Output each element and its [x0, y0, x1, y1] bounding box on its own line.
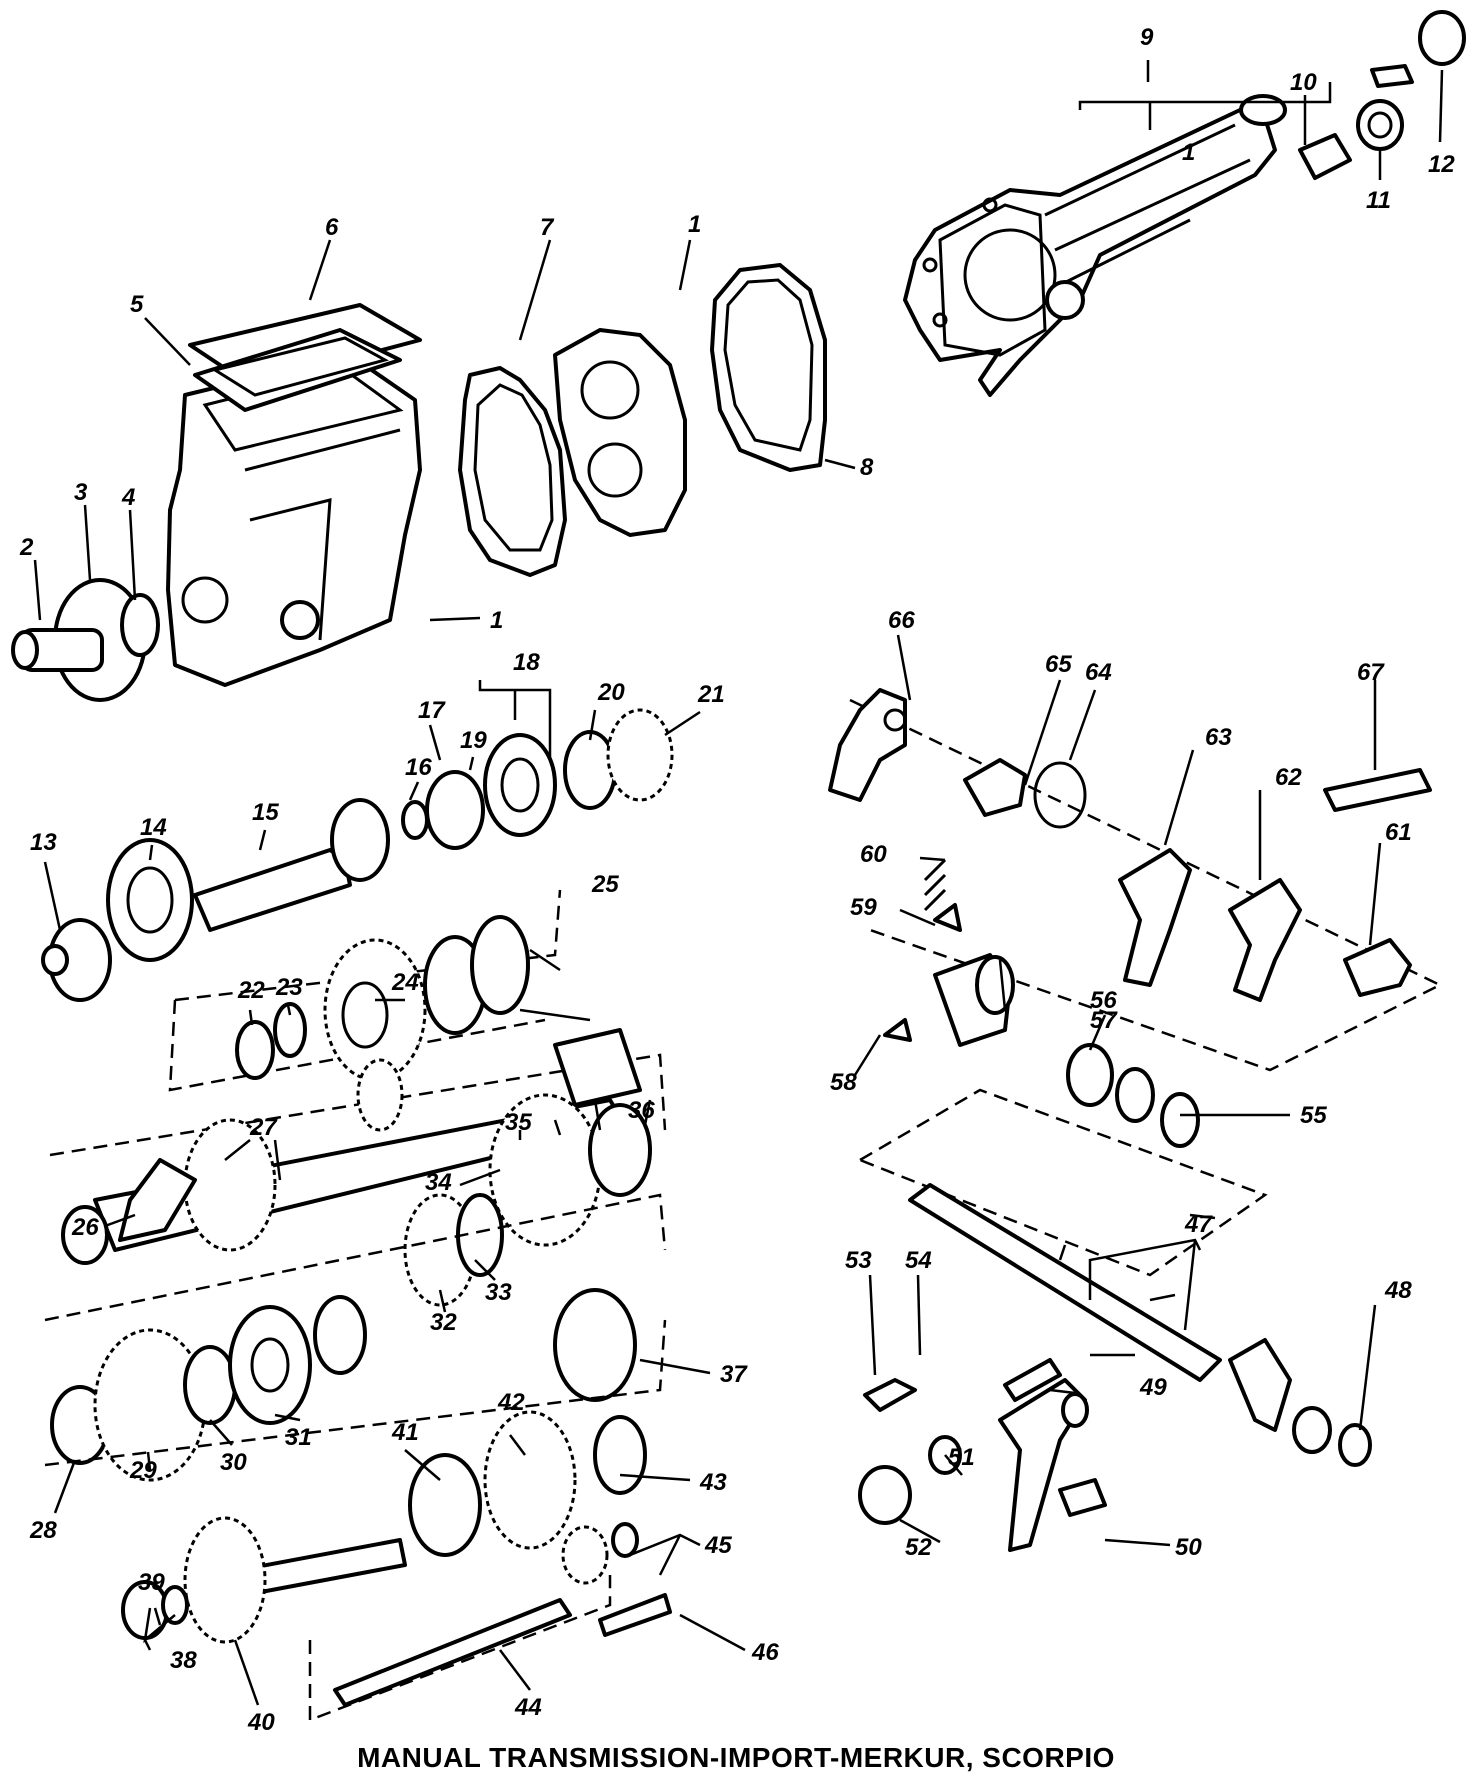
callout-58: 58 — [830, 1069, 857, 1096]
callout-32: 32 — [430, 1309, 457, 1336]
shift-forks — [828, 688, 1443, 1072]
callout-4: 4 — [121, 484, 135, 511]
extension-housing — [903, 94, 1287, 397]
output-gears — [44, 1193, 667, 1482]
callout-26: 26 — [71, 1214, 99, 1241]
callout-7: 7 — [540, 214, 555, 241]
callout-60: 60 — [860, 841, 887, 868]
callout-20: 20 — [597, 679, 625, 706]
input-bearing-retainer — [11, 578, 160, 702]
callout-11: 11 — [1366, 187, 1391, 214]
callout-31: 31 — [285, 1424, 312, 1451]
gaskets-and-plate — [458, 263, 827, 577]
countershaft — [44, 1319, 672, 1722]
callout-13: 13 — [30, 829, 57, 856]
callout-44: 44 — [514, 1694, 542, 1721]
callout-29: 29 — [129, 1457, 157, 1484]
callout-5: 5 — [130, 291, 144, 318]
callout-53: 53 — [845, 1247, 872, 1274]
callout-19: 19 — [460, 727, 487, 754]
leader-lines — [33, 60, 1444, 1706]
callout-47: 47 — [1184, 1211, 1213, 1238]
callout-48: 48 — [1384, 1277, 1412, 1304]
callout-35: 35 — [505, 1109, 532, 1136]
main-shaft — [49, 1028, 667, 1307]
callout-64: 64 — [1085, 659, 1112, 686]
callout-23: 23 — [275, 974, 303, 1001]
callout-21: 21 — [697, 681, 725, 708]
callout-34: 34 — [425, 1169, 452, 1196]
callout-49: 49 — [1139, 1374, 1167, 1401]
callout-18: 18 — [513, 649, 540, 676]
callout-37: 37 — [720, 1361, 748, 1388]
shift-rail — [857, 1088, 1372, 1552]
callout-62: 62 — [1275, 764, 1302, 791]
callout-8: 8 — [860, 454, 874, 481]
callout-1: 1 — [1182, 139, 1195, 166]
callout-46: 46 — [751, 1639, 779, 1666]
callout-15: 15 — [252, 799, 279, 826]
diagram-caption: MANUAL TRANSMISSION-IMPORT-MERKUR, SCORP… — [357, 1742, 1115, 1773]
callout-65: 65 — [1045, 651, 1072, 678]
callout-labels: 1 1 1 2 3 4 5 6 7 8 9 10 11 12 13 14 15 … — [19, 24, 1455, 1736]
main-case — [166, 303, 422, 687]
callout-28: 28 — [29, 1517, 57, 1544]
callout-41: 41 — [391, 1419, 419, 1446]
callout-16: 16 — [405, 754, 432, 781]
callout-39: 39 — [138, 1569, 165, 1596]
callout-63: 63 — [1205, 724, 1232, 751]
callout-30: 30 — [220, 1449, 247, 1476]
callout-17: 17 — [418, 697, 446, 724]
callout-51: 51 — [948, 1444, 975, 1471]
callout-22: 22 — [237, 977, 265, 1004]
callout-1: 1 — [490, 607, 503, 634]
callout-66: 66 — [888, 607, 915, 634]
callout-61: 61 — [1385, 819, 1412, 846]
callout-57: 57 — [1090, 1007, 1118, 1034]
callout-43: 43 — [699, 1469, 727, 1496]
callout-67: 67 — [1357, 659, 1385, 686]
callout-59: 59 — [850, 894, 877, 921]
callout-52: 52 — [905, 1534, 932, 1561]
callout-27: 27 — [249, 1114, 278, 1141]
callout-9: 9 — [1140, 24, 1154, 51]
callout-10: 10 — [1290, 69, 1317, 96]
gear-set-22-25 — [168, 889, 562, 1092]
callout-25: 25 — [591, 871, 619, 898]
callout-3: 3 — [74, 479, 88, 506]
callout-36: 36 — [628, 1097, 655, 1124]
callout-33: 33 — [485, 1279, 512, 1306]
callout-38: 38 — [170, 1647, 197, 1674]
callout-42: 42 — [497, 1389, 525, 1416]
callout-45: 45 — [704, 1532, 732, 1559]
callout-50: 50 — [1175, 1534, 1202, 1561]
callout-6: 6 — [325, 214, 339, 241]
selector-parts — [883, 858, 1200, 1148]
bushing-seal-plug — [1298, 10, 1466, 180]
callout-14: 14 — [140, 814, 167, 841]
callout-24: 24 — [391, 969, 419, 996]
callout-56: 56 — [1090, 987, 1117, 1014]
callout-54: 54 — [905, 1247, 932, 1274]
callout-2: 2 — [19, 534, 34, 561]
input-shaft-assembly — [41, 708, 674, 1002]
callout-12: 12 — [1428, 151, 1455, 178]
callout-40: 40 — [247, 1709, 275, 1736]
callout-1: 1 — [688, 211, 701, 238]
callout-55: 55 — [1300, 1102, 1327, 1129]
